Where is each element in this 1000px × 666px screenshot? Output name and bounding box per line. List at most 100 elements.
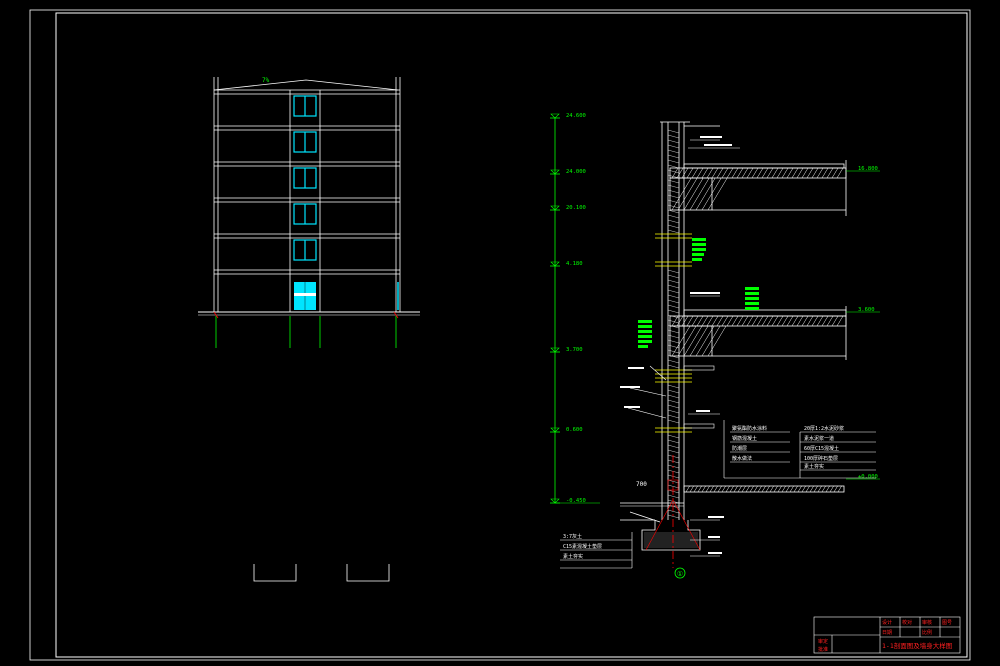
hatch-stroke [836, 315, 844, 327]
wall-hatch [667, 494, 680, 499]
wall-hatch [667, 404, 680, 409]
section-notes-table [723, 420, 876, 479]
hatch-stroke [801, 485, 806, 493]
hatch-stroke [837, 485, 842, 493]
hatch-stroke [806, 315, 814, 327]
right-mark-label: 3.600 [858, 307, 875, 313]
hatch-stroke [785, 485, 790, 493]
hatch-stroke [709, 485, 714, 493]
hatch-stroke [756, 315, 764, 327]
hatch-stroke [716, 315, 724, 327]
hatch-stroke [821, 167, 829, 179]
wall-hatch [667, 179, 680, 184]
hatch-stroke [695, 325, 715, 357]
elevation-dimension-line [554, 118, 600, 504]
hatch-stroke [701, 177, 722, 211]
wall-hatch [667, 359, 680, 364]
hatch-stroke [707, 177, 728, 211]
hatch-stroke [693, 485, 698, 493]
wall-hatch [667, 224, 680, 229]
stair-window [293, 167, 317, 189]
hatch-stroke [771, 167, 779, 179]
right-mark-label: ±0.000 [858, 474, 878, 480]
elevation-triangle [550, 498, 560, 504]
wall-hatch [667, 219, 680, 224]
hatch-stroke [771, 315, 779, 327]
wall-hatch [667, 144, 680, 149]
wall-hatch [667, 459, 680, 464]
hatch-stroke [797, 485, 802, 493]
hatch-stroke [801, 315, 809, 327]
axis-label: ① [677, 570, 683, 578]
elevation-mark-label: 24.000 [566, 169, 586, 175]
hatch-stroke [825, 485, 830, 493]
hatch-stroke [753, 485, 758, 493]
wall-hatch [667, 129, 680, 134]
hatch-stroke [691, 315, 699, 327]
hatch-stroke [766, 167, 774, 179]
hatch-stroke [817, 485, 822, 493]
wall-hatch [667, 209, 680, 214]
hatch-stroke [676, 167, 684, 179]
hatch-stroke [736, 167, 744, 179]
wall-hatch [667, 294, 680, 299]
wall-hatch [667, 284, 680, 289]
hatch-stroke [696, 315, 704, 327]
hatch-stroke [781, 315, 789, 327]
hatch-stroke [711, 315, 719, 327]
wall-hatch [667, 199, 680, 204]
hatch-stroke [777, 485, 782, 493]
hatch-stroke [713, 485, 718, 493]
hatch-stroke [671, 177, 692, 211]
elevation-triangle [550, 113, 560, 119]
wall-hatch [667, 304, 680, 309]
wall-hatch [667, 474, 680, 479]
elevation-mark-label: 4.180 [566, 261, 583, 267]
foundation [620, 511, 701, 551]
title-block-cells: 设计校对审核图号日期比例 [882, 619, 952, 636]
hatch-stroke [697, 485, 702, 493]
hatch-stroke [791, 167, 799, 179]
wall-hatch [667, 414, 680, 419]
drawing-border [29, 9, 971, 661]
hatch-stroke [773, 485, 778, 493]
hatch-stroke [726, 315, 734, 327]
hatch-stroke [826, 167, 834, 179]
hatch-stroke [691, 167, 699, 179]
hatch-stroke [721, 485, 726, 493]
wall-hatch [667, 274, 680, 279]
hatch-stroke [836, 167, 844, 179]
hatch-stroke [805, 485, 810, 493]
hatch-stroke [761, 167, 769, 179]
hatch-stroke [701, 315, 709, 327]
wall-hatch [667, 364, 680, 369]
axis-line-red [645, 455, 701, 568]
mid-slab-hatch [671, 315, 844, 357]
title-cell-text: 校对 [902, 619, 912, 626]
wall-hatch [667, 419, 680, 424]
hatch-stroke [765, 485, 770, 493]
hatch-stroke [686, 167, 694, 179]
wall-hatch [667, 299, 680, 304]
foundation-row-text: C15素混凝土垫层 [563, 543, 602, 550]
hatch-stroke [749, 485, 754, 493]
elevation-triangle [550, 261, 560, 267]
stair-window [293, 131, 317, 153]
table-row-text: 素土夯实 [804, 463, 824, 470]
hatch-stroke [706, 315, 714, 327]
wall-hatch [667, 214, 680, 219]
hatch-stroke [689, 485, 694, 493]
hatch-stroke [689, 325, 709, 357]
wall-hatch [667, 444, 680, 449]
title-cell-text: 日期 [882, 630, 892, 636]
elevation-triangle [550, 347, 560, 353]
hatch-stroke [756, 167, 764, 179]
wall-hatch [667, 509, 680, 514]
foundation-notes [560, 532, 633, 569]
hatch-stroke [689, 177, 710, 211]
hatch-stroke [677, 177, 698, 211]
hatch-stroke [796, 167, 804, 179]
foundation-fill [644, 532, 698, 548]
